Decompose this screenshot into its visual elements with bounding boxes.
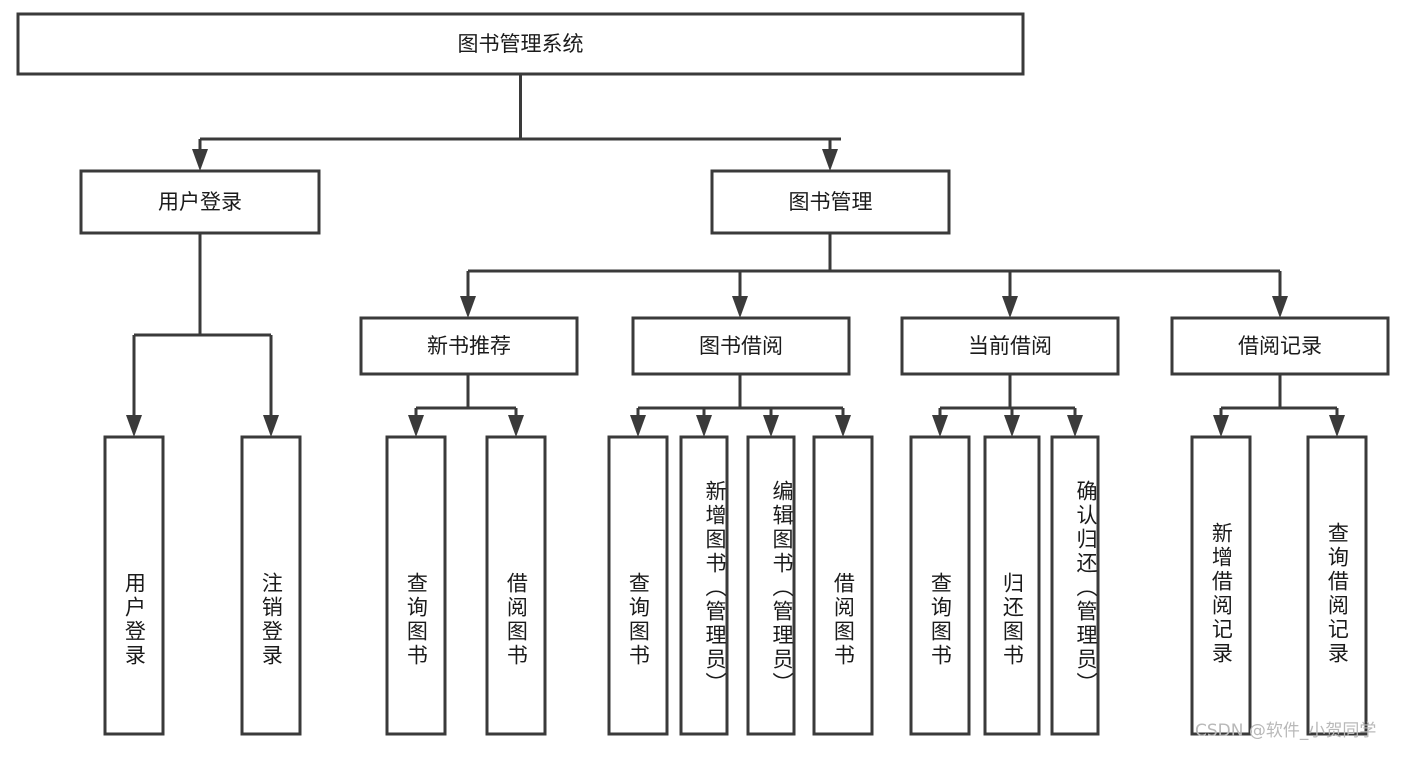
node-label-user-login: 用户登录 — [158, 190, 242, 214]
node-leaf-query-book-rec[interactable] — [385, 435, 447, 736]
node-leaf-return-book[interactable] — [983, 435, 1041, 736]
node-box-leaf-query-book-rec — [385, 435, 447, 736]
node-box-leaf-query-book-borrow — [607, 435, 669, 736]
node-label-root: 图书管理系统 — [458, 32, 584, 56]
node-leaf-query-book-borrow[interactable] — [607, 435, 669, 736]
node-box-leaf-edit-book — [746, 435, 796, 736]
arrow-head-nbr-to-q — [408, 415, 424, 437]
node-new-book-rec[interactable]: 新书推荐 — [359, 316, 579, 376]
node-box-borrow-record — [1170, 316, 1390, 376]
node-box-current-borrow — [900, 316, 1120, 376]
node-leaf-query-book-cur[interactable] — [909, 435, 971, 736]
arrow-head-bm-to-current-borrow — [1002, 296, 1018, 318]
node-leaf-edit-book[interactable] — [746, 435, 796, 736]
node-box-book-manage — [710, 169, 951, 235]
connector-layer — [126, 74, 1345, 437]
node-label-new-book-rec: 新书推荐 — [427, 334, 511, 358]
node-box-leaf-query-record — [1306, 435, 1368, 736]
node-box-leaf-return-book — [983, 435, 1041, 736]
node-box-leaf-user-login — [103, 435, 165, 736]
node-leaf-borrow-book[interactable] — [812, 435, 874, 736]
node-root[interactable]: 图书管理系统 — [16, 12, 1025, 76]
arrow-head-cb-to-q — [932, 415, 948, 437]
node-book-manage[interactable]: 图书管理 — [710, 169, 951, 235]
arrow-head-br-to-q — [1329, 415, 1345, 437]
node-box-book-borrow — [631, 316, 851, 376]
arrow-head-cb-to-ret — [1004, 415, 1020, 437]
arrow-head-cb-to-confirm — [1067, 415, 1083, 437]
node-leaf-add-book[interactable] — [679, 435, 729, 736]
node-leaf-user-login[interactable] — [103, 435, 165, 736]
node-box-leaf-borrow-book-rec — [485, 435, 547, 736]
node-box-leaf-confirm-return — [1050, 435, 1100, 736]
node-box-leaf-add-record — [1190, 435, 1252, 736]
arrow-head-bb-to-add — [696, 415, 712, 437]
node-label-borrow-record: 借阅记录 — [1238, 334, 1322, 358]
node-leaf-logout[interactable] — [240, 435, 302, 736]
arrow-head-bb-to-borrow — [835, 415, 851, 437]
arrow-head-user-login-to-leaf1 — [126, 415, 142, 437]
node-box-leaf-borrow-book — [812, 435, 874, 736]
node-box-new-book-rec — [359, 316, 579, 376]
node-box-leaf-query-book-cur — [909, 435, 971, 736]
arrow-head-bm-to-borrow-record — [1272, 296, 1288, 318]
node-leaf-borrow-book-rec[interactable] — [485, 435, 547, 736]
arrow-head-root-to-user-login — [192, 149, 208, 171]
node-label-current-borrow: 当前借阅 — [968, 334, 1052, 358]
arrow-head-bm-to-new-book-rec — [460, 296, 476, 318]
arrow-head-user-login-to-leaf2 — [263, 415, 279, 437]
node-box-leaf-add-book — [679, 435, 729, 736]
arrow-head-br-to-add — [1213, 415, 1229, 437]
arrow-head-root-to-book-manage — [822, 149, 838, 171]
node-box-root — [16, 12, 1025, 76]
node-box-user-login — [79, 169, 321, 235]
node-user-login[interactable]: 用户登录 — [79, 169, 321, 235]
node-box-leaf-logout — [240, 435, 302, 736]
arrow-head-bb-to-q — [630, 415, 646, 437]
arrow-head-bm-to-book-borrow — [732, 296, 748, 318]
arrow-head-bb-to-edit — [763, 415, 779, 437]
node-label-book-manage: 图书管理 — [789, 190, 873, 214]
node-book-borrow[interactable]: 图书借阅 — [631, 316, 851, 376]
diagram-canvas: 图书管理系统用户登录图书管理新书推荐图书借阅当前借阅借阅记录 用户登录注销登录查… — [16, 12, 1390, 741]
node-label-book-borrow: 图书借阅 — [699, 334, 783, 358]
csdn-watermark: CSDN @软件_小贺同学 — [1195, 721, 1377, 741]
node-leaf-add-record[interactable] — [1190, 435, 1252, 736]
node-borrow-record[interactable]: 借阅记录 — [1170, 316, 1390, 376]
node-leaf-confirm-return[interactable] — [1050, 435, 1100, 736]
arrow-head-nbr-to-b — [508, 415, 524, 437]
node-current-borrow[interactable]: 当前借阅 — [900, 316, 1120, 376]
node-leaf-query-record[interactable] — [1306, 435, 1368, 736]
